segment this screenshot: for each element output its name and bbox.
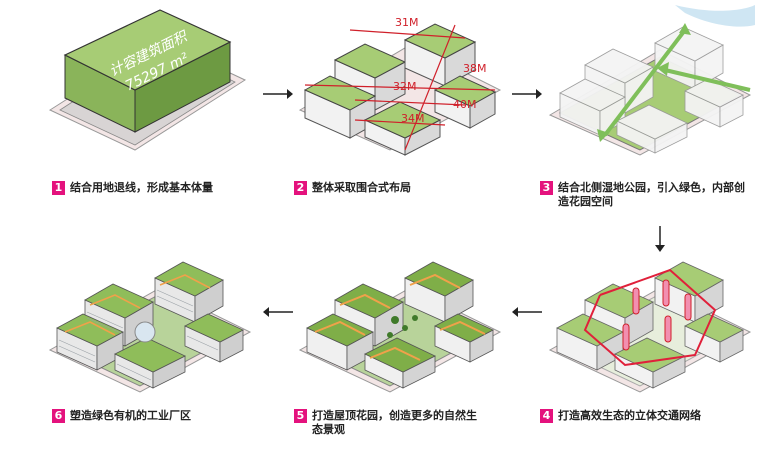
step-text: 结合用地退线，形成基本体量 [70,181,213,194]
step-number-badge: 5 [294,409,307,423]
arrow-left-icon [512,307,542,317]
dimension-label: 31M [395,16,419,29]
step-3-diagram [545,5,755,160]
step-4-caption: 4 打造高效生态的立体交通网络 [540,409,752,423]
dimension-label: 40M [453,98,477,111]
step-2-diagram: 31M 38M 32M 40M 34M [295,10,505,160]
step-5-diagram [295,250,505,400]
step-6-diagram [45,250,255,400]
arrow-right-icon [512,89,542,99]
step-3-caption: 3 结合北侧湿地公园，引入绿色，内部创造花园空间 [540,181,752,209]
step-text: 塑造绿色有机的工业厂区 [70,409,191,422]
arrow-down-icon [655,226,665,252]
step-4-diagram [545,250,755,400]
step-5-caption: 5 打造屋顶花园，创造更多的自然生态景观 [294,409,484,437]
step-number-badge: 1 [52,181,65,195]
step-number-badge: 4 [540,409,553,423]
arrow-right-icon [263,89,293,99]
arrow-left-icon [263,307,293,317]
step-number-badge: 2 [294,181,307,195]
dimension-label: 38M [463,62,487,75]
step-number-badge: 3 [540,181,553,195]
step-6-caption: 6 塑造绿色有机的工业厂区 [52,409,252,423]
step-1-diagram: 计容建筑面积 75297 m² [40,9,250,160]
step-text: 结合北侧湿地公园，引入绿色，内部创造花园空间 [558,181,745,208]
dimension-label: 34M [401,112,425,125]
dimension-label: 32M [393,80,417,93]
step-1-caption: 1 结合用地退线，形成基本体量 [52,181,252,195]
step-text: 打造屋顶花园，创造更多的自然生态景观 [312,409,477,436]
step-text: 打造高效生态的立体交通网络 [558,409,701,422]
step-2-caption: 2 整体采取围合式布局 [294,181,494,195]
step-number-badge: 6 [52,409,65,423]
step-text: 整体采取围合式布局 [312,181,411,194]
